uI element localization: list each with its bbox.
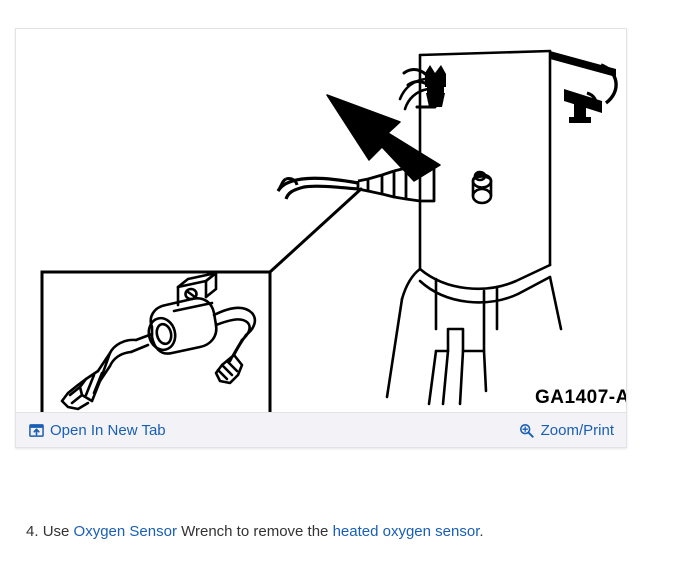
magnifier-plus-icon — [519, 422, 535, 438]
figure-toolbar: Open In New Tab Zoom/Print — [16, 412, 626, 447]
zoom-print-label: Zoom/Print — [540, 421, 614, 439]
open-in-new-tab-icon — [28, 422, 44, 438]
figure-panel: GA1407-A Open In New Tab — [15, 28, 627, 448]
heated-oxygen-sensor-link[interactable]: heated oxygen sensor — [332, 523, 480, 540]
cable-clip — [425, 65, 446, 107]
converter-bolt — [471, 170, 493, 205]
step-text-middle: Wrench to remove the — [181, 523, 329, 540]
figure-image[interactable]: GA1407-A — [16, 29, 626, 412]
diagram-linework — [385, 49, 563, 406]
open-in-new-tab-label: Open In New Tab — [50, 421, 166, 439]
step-text-after: . — [479, 523, 484, 540]
step-instruction: 4. Use Oxygen Sensor Wrench to remove th… — [26, 523, 484, 540]
step-number: 4. — [26, 523, 39, 540]
zoom-print-button[interactable]: Zoom/Print — [519, 422, 614, 439]
pointer-arrow — [326, 94, 441, 182]
exhaust-hanger — [550, 51, 618, 123]
open-in-new-tab-button[interactable]: Open In New Tab — [28, 422, 166, 439]
figure-code-label: GA1407-A — [535, 387, 626, 408]
exhaust-sensor-diagram: GA1407-A — [16, 29, 626, 412]
oxygen-sensor-link[interactable]: Oxygen Sensor — [73, 523, 177, 540]
inset-sensor-wrench-drawing — [60, 271, 257, 411]
step-text-before: Use — [42, 523, 70, 540]
